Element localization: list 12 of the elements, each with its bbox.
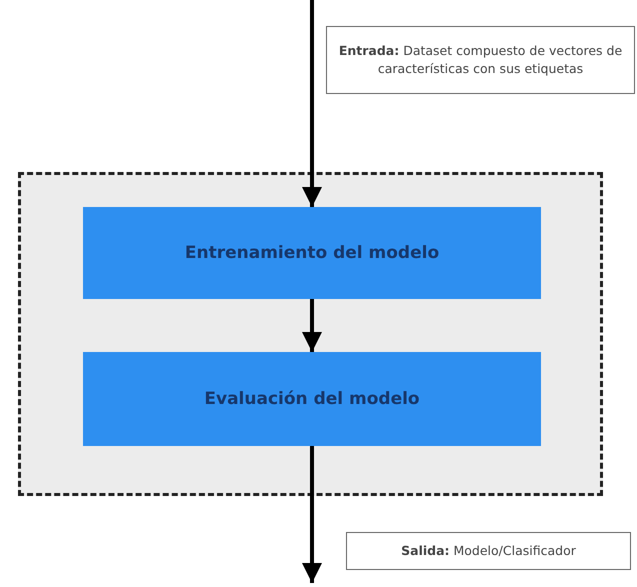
process-box <box>83 352 541 446</box>
arrow <box>302 446 322 583</box>
node-text: Entrada: Dataset compuesto de vectores de características con sus etiquetas <box>338 42 624 78</box>
node-text: Entrenamiento del modelo <box>184 243 440 263</box>
arrow <box>302 299 322 352</box>
node-text: Evaluación del modelo <box>204 389 420 409</box>
input-note-box <box>326 26 635 94</box>
arrow <box>302 0 322 207</box>
output-note-box <box>346 532 631 570</box>
process-box <box>83 207 541 299</box>
dashed-group-box <box>18 172 603 496</box>
node-text: Salida: Modelo/Clasificador <box>401 542 576 560</box>
